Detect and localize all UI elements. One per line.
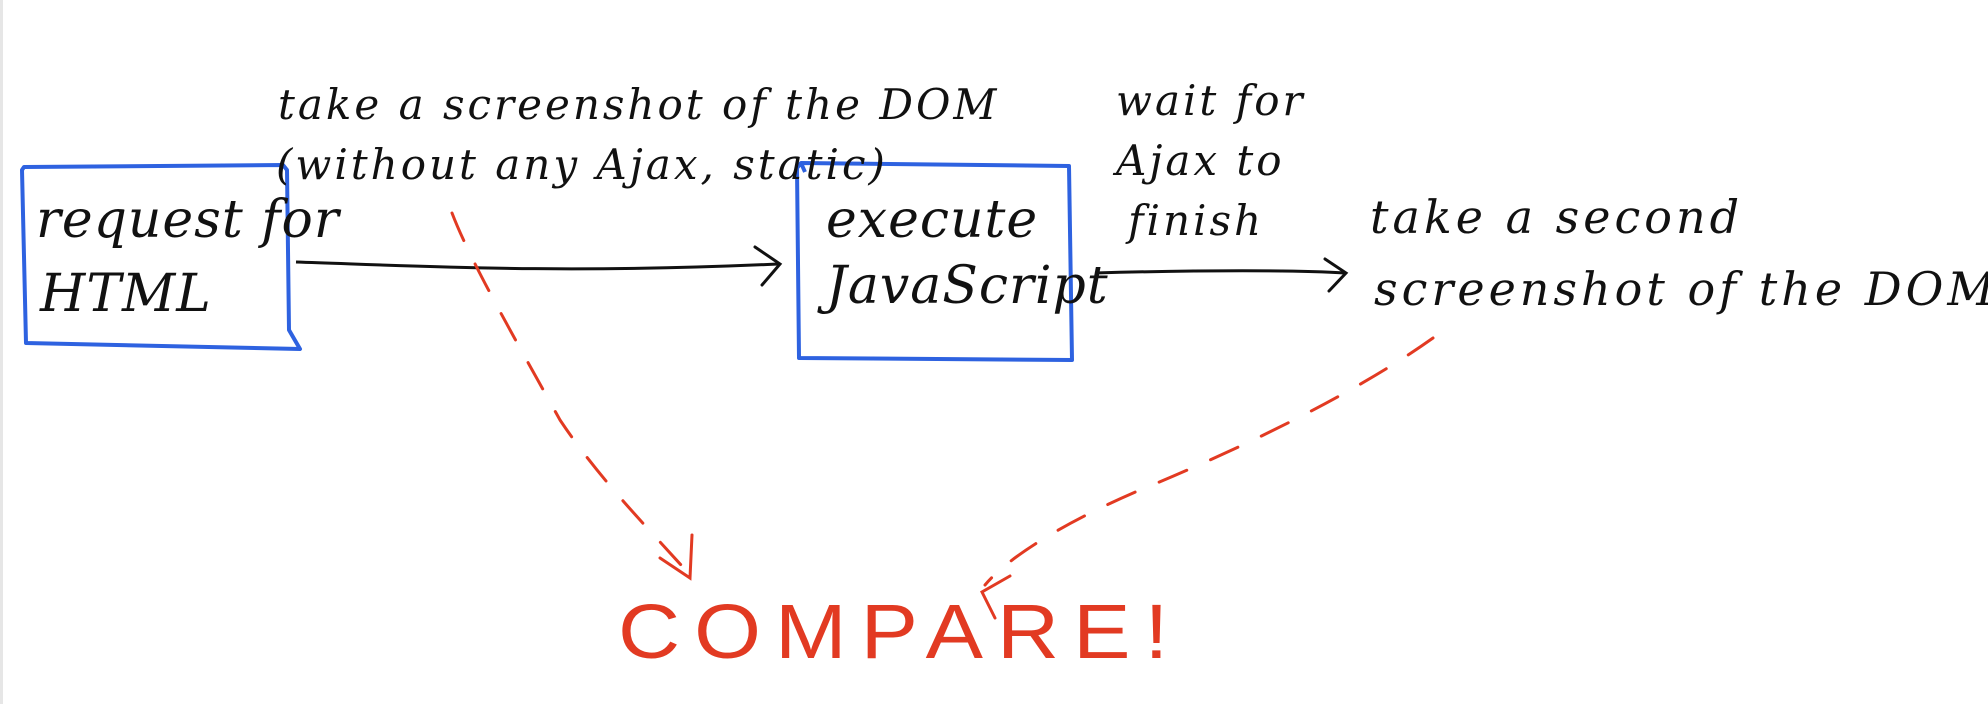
arrow-execute-to-screenshot bbox=[1094, 269, 1346, 275]
wait-label-line1: wait for bbox=[1116, 76, 1306, 125]
request-box-line1: request for bbox=[36, 190, 340, 250]
request-box bbox=[20, 163, 302, 351]
execute-box bbox=[795, 161, 1074, 362]
arrow-execute-to-screenshot-head bbox=[1323, 257, 1349, 293]
second-screenshot-label-line2: screenshot of the DOM bbox=[1374, 262, 1988, 316]
arrow-request-to-execute bbox=[295, 260, 779, 271]
wait-label-line2: Ajax to bbox=[1116, 136, 1285, 185]
request-box-line2: HTML bbox=[40, 264, 212, 324]
dashed-arrow-first-to-compare-head bbox=[658, 533, 694, 581]
first-screenshot-label-line2: (without any Ajax, static) bbox=[276, 140, 888, 189]
dashed-arrow-second-to-compare bbox=[983, 336, 1435, 587]
second-screenshot-label-line1: take a second bbox=[1370, 190, 1744, 244]
wait-label-line3: finish bbox=[1128, 196, 1265, 245]
execute-box-line2: JavaScript bbox=[826, 256, 1109, 316]
execute-box-line1: execute bbox=[826, 190, 1039, 250]
arrow-request-to-execute-head bbox=[753, 245, 783, 287]
dashed-arrow-first-to-compare bbox=[450, 211, 692, 577]
compare-label: COMPARE! bbox=[618, 588, 1183, 676]
canvas-edge bbox=[0, 0, 3, 704]
first-screenshot-label-line1: take a screenshot of the DOM bbox=[278, 80, 1000, 129]
dashed-arrow-second-to-compare-head bbox=[980, 574, 1012, 620]
